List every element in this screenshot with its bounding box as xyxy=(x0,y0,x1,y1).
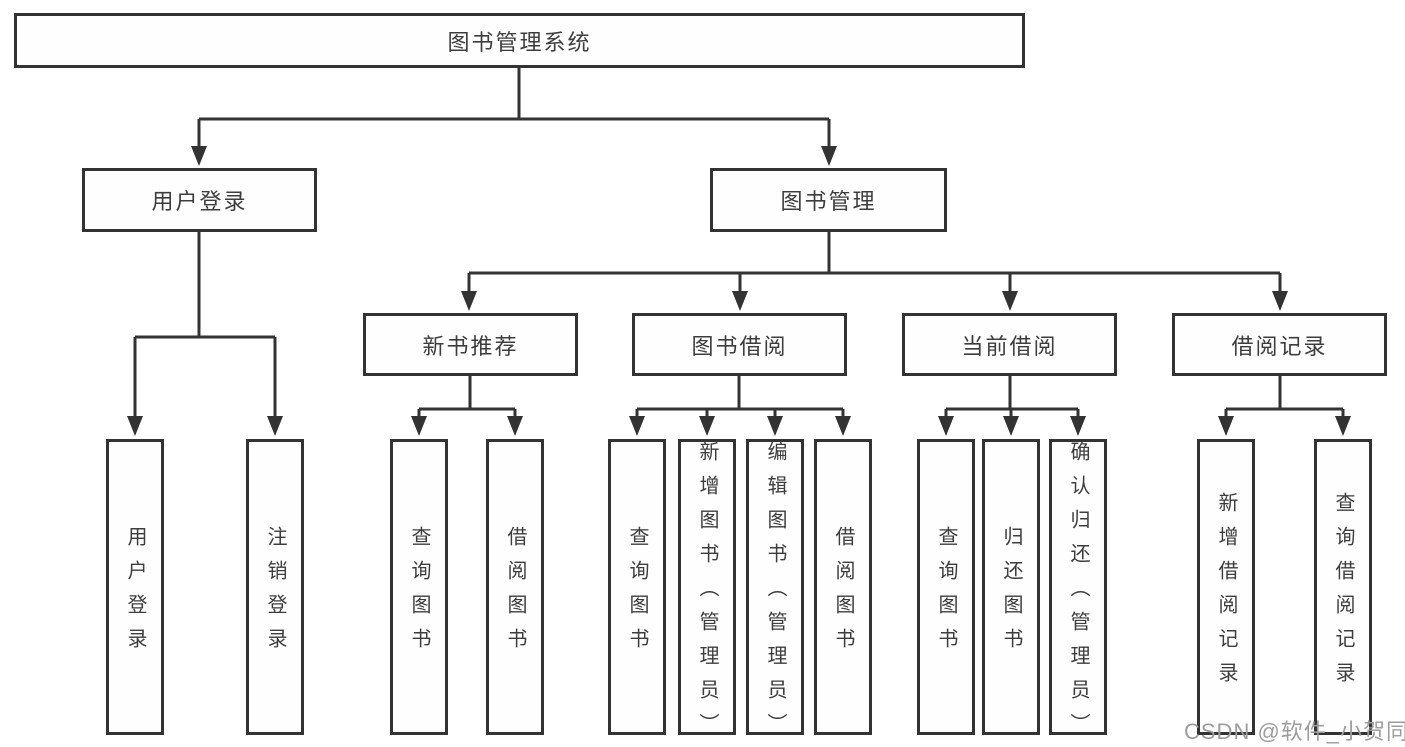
connector-book-mgmt-children xyxy=(461,232,1288,311)
node-borrow-records: 借阅记录 xyxy=(1172,313,1387,376)
connector-book-borrow-children xyxy=(629,376,851,436)
node-add-borrow-record: 新增借阅记录 xyxy=(1197,439,1255,735)
node-query-books-recommend-label: 查询图书 xyxy=(408,526,430,662)
node-user-login-label: 用户登录 xyxy=(151,189,248,214)
node-return-books-label: 归还图书 xyxy=(1000,526,1022,662)
node-book-management-label: 图书管理 xyxy=(780,189,877,214)
node-query-books-current-label: 查询图书 xyxy=(935,526,957,662)
node-query-borrow-record: 查询借阅记录 xyxy=(1314,439,1372,735)
node-new-book-recommend-label: 新书推荐 xyxy=(422,333,519,359)
watermark: CSDN @软件_小贺同学 xyxy=(1184,719,1405,744)
connector-user-login-children xyxy=(127,232,283,436)
node-query-books-current: 查询图书 xyxy=(917,439,975,735)
node-user-login: 用户登录 xyxy=(82,168,317,232)
node-user-login-action: 用户登录 xyxy=(106,439,164,735)
node-user-login-action-label: 用户登录 xyxy=(124,526,146,662)
node-query-books-borrow-label: 查询图书 xyxy=(626,526,648,662)
node-current-borrow: 当前借阅 xyxy=(902,313,1117,376)
node-root: 图书管理系统 xyxy=(14,13,1025,68)
node-return-books: 归还图书 xyxy=(982,439,1040,735)
node-query-books-recommend: 查询图书 xyxy=(390,439,448,735)
node-add-books-admin-label: 新增图书（管理员） xyxy=(696,441,718,747)
node-borrow-records-label: 借阅记录 xyxy=(1231,333,1328,359)
node-new-book-recommend: 新书推荐 xyxy=(363,313,578,376)
node-query-borrow-record-label: 查询借阅记录 xyxy=(1332,492,1354,696)
node-borrow-books-label: 借阅图书 xyxy=(832,526,854,662)
node-edit-books-admin: 编辑图书（管理员） xyxy=(746,439,804,747)
node-add-borrow-record-label: 新增借阅记录 xyxy=(1215,492,1237,696)
node-edit-books-admin-label: 编辑图书（管理员） xyxy=(764,441,786,747)
node-logout-label: 注销登录 xyxy=(264,526,286,662)
node-book-borrow: 图书借阅 xyxy=(632,313,847,376)
node-borrow-books-recommend-label: 借阅图书 xyxy=(504,526,526,662)
connector-borrow-records-children xyxy=(1218,376,1351,436)
connector-new-book-children xyxy=(411,376,523,436)
node-confirm-return-admin-label: 确认归还（管理员） xyxy=(1067,441,1089,747)
node-borrow-books: 借阅图书 xyxy=(814,439,872,735)
connector-root-to-level2 xyxy=(191,68,837,166)
node-book-borrow-label: 图书借阅 xyxy=(691,333,788,359)
node-add-books-admin: 新增图书（管理员） xyxy=(678,439,736,747)
node-current-borrow-label: 当前借阅 xyxy=(961,333,1058,359)
connector-current-borrow-children xyxy=(938,376,1086,436)
node-root-label: 图书管理系统 xyxy=(447,29,592,55)
node-confirm-return-admin: 确认归还（管理员） xyxy=(1049,439,1107,747)
node-book-management: 图书管理 xyxy=(710,168,947,232)
node-borrow-books-recommend: 借阅图书 xyxy=(486,439,544,735)
node-logout: 注销登录 xyxy=(246,439,304,735)
node-query-books-borrow: 查询图书 xyxy=(608,439,666,735)
